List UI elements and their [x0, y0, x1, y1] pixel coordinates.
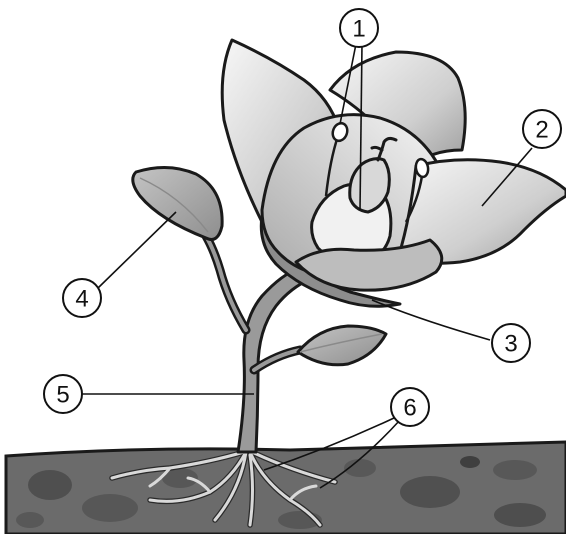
leaf-left [133, 167, 222, 239]
callout-number-4: 4 [75, 286, 88, 313]
callout-number-5: 5 [56, 382, 69, 409]
soil [6, 442, 566, 534]
callout-1: 1 [340, 9, 378, 47]
callout-number-3: 3 [504, 331, 517, 358]
callout-number-1: 1 [352, 16, 365, 43]
callout-3: 3 [492, 324, 530, 362]
callout-4: 4 [63, 279, 101, 317]
callout-number-6: 6 [403, 395, 416, 422]
callout-5: 5 [44, 375, 82, 413]
leaf-small [298, 326, 386, 365]
callout-6: 6 [391, 388, 429, 426]
callout-2: 2 [523, 110, 561, 148]
leader-4 [98, 212, 176, 288]
callout-number-2: 2 [535, 117, 548, 144]
